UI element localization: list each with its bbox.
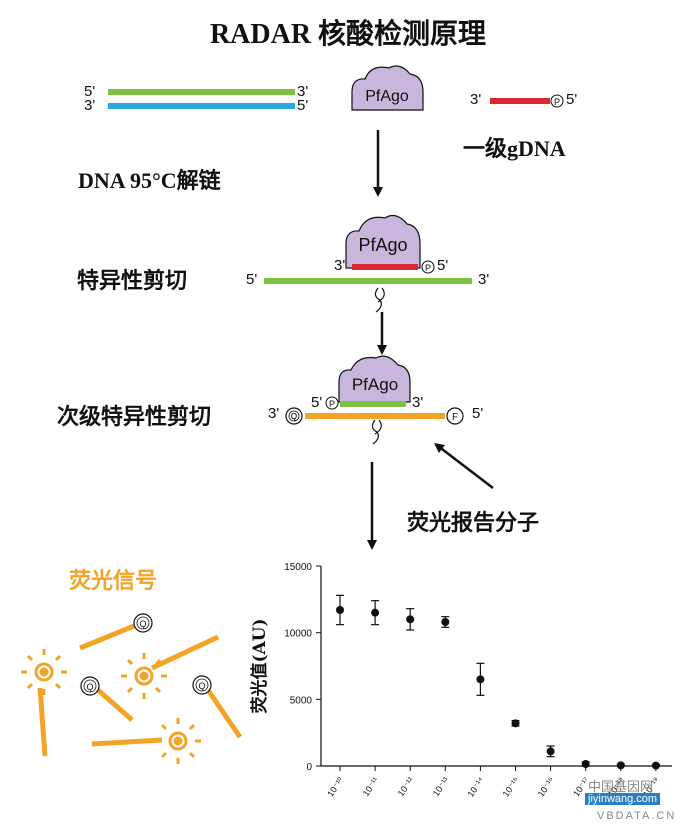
specific-cleavage-label: 特异性剪切 — [77, 269, 188, 294]
gdna-label: 一级gDNA — [463, 136, 566, 161]
svg-text:P: P — [554, 97, 560, 107]
q-label: Q — [86, 682, 93, 692]
secondary-guide-strand — [340, 401, 406, 407]
q-label: Q — [291, 412, 297, 421]
watermark-line1: 中国基因网 — [588, 779, 654, 794]
y-tick-label: 5000 — [290, 695, 313, 706]
target-3-label: 3' — [478, 271, 490, 288]
data-point — [581, 760, 590, 768]
quencher-icon — [192, 675, 212, 695]
phosphate-icon: P — [550, 94, 564, 108]
pfago-enzyme-step1: PfAgo — [345, 214, 421, 269]
data-point — [441, 618, 450, 626]
data-point — [511, 719, 520, 728]
reporter-5-label: 5' — [472, 405, 484, 422]
reporter-pointer-arrow — [434, 442, 494, 489]
phosphate-icon: P — [325, 396, 339, 410]
data-point — [336, 606, 344, 614]
y-tick-label: 10000 — [284, 629, 312, 640]
x-tick-label: 10⁻¹⁵ — [501, 775, 522, 799]
secondary-cleavage-label: 次级特异性剪切 — [57, 405, 212, 430]
data-point — [651, 761, 660, 770]
data-point — [616, 761, 625, 770]
duplex-top-3-label: 3' — [297, 83, 309, 100]
scissors-icon — [374, 287, 385, 313]
x-tick-label: 10⁻¹³ — [431, 775, 451, 798]
guide-3-label: 3' — [334, 257, 346, 274]
data-point — [371, 608, 380, 617]
glowing-fluorophore-icon — [121, 653, 167, 699]
secondary-guide-5-label: 5' — [311, 394, 323, 411]
duplex-bottom-5-label: 5' — [297, 97, 309, 114]
gdna-5-label: 5' — [566, 91, 578, 108]
svg-text:P: P — [425, 263, 431, 273]
svg-text:Q: Q — [291, 412, 297, 421]
y-axis-label: 荧光值(AU) — [249, 618, 270, 713]
glowing-fluorophore-icon — [155, 718, 201, 764]
x-tick-label: 10⁻¹⁶ — [536, 775, 557, 799]
quencher-icon — [133, 613, 153, 633]
pfago-label-step2: PfAgo — [352, 375, 398, 394]
page-title: RADAR 核酸检测原理 — [209, 19, 487, 50]
y-tick-label: 0 — [306, 762, 312, 773]
reporter-label: 荧光报告分子 — [407, 511, 540, 536]
quencher-icon: Q — [285, 407, 303, 425]
scissors-icon — [371, 419, 382, 445]
cleaved-fragments — [21, 613, 243, 764]
svg-text:F: F — [452, 412, 458, 423]
pfago-label-step1: PfAgo — [358, 235, 407, 255]
watermark-line3: VBDATA.CN — [597, 810, 677, 822]
target-strand-step1 — [264, 278, 472, 284]
gdna-3-label: 3' — [470, 91, 482, 108]
fluorescence-signal-label: 荧光信号 — [69, 569, 158, 594]
y-tick-label: 15000 — [284, 562, 312, 573]
svg-text:P: P — [329, 399, 335, 409]
data-point — [476, 675, 485, 684]
fluorophore-icon: F — [446, 407, 464, 425]
watermark-line2: jiyinwang.com — [585, 793, 661, 805]
dna-strand-blue — [108, 103, 295, 109]
x-tick-label: 10⁻¹⁰ — [325, 775, 346, 799]
guide-strand-step1 — [352, 264, 418, 270]
target-5-label: 5' — [246, 271, 258, 288]
glowing-fluorophore-icon — [21, 649, 67, 695]
reporter-strand — [305, 413, 445, 419]
data-point — [406, 615, 415, 624]
q-label: Q — [198, 681, 205, 691]
gdna-strand — [490, 98, 550, 104]
q-label: Q — [139, 619, 146, 629]
duplex-bottom-3-label: 3' — [84, 97, 96, 114]
reporter-3-label: 3' — [268, 405, 280, 422]
x-tick-label: 10⁻¹² — [396, 775, 416, 798]
fluorescence-chart: 0 5000 10000 15000 荧光值(AU) 10⁻¹⁰ 10⁻¹¹ 10⁻¹² 10⁻… — [249, 562, 672, 799]
phosphate-icon: P — [421, 260, 435, 274]
data-point — [546, 747, 555, 756]
pfago-enzyme-top: PfAgo — [351, 65, 424, 111]
pfago-label-top: PfAgo — [365, 88, 409, 105]
duplex-top-5-label: 5' — [84, 83, 96, 100]
quencher-icon — [80, 676, 100, 696]
x-tick-label: 10⁻¹¹ — [361, 775, 381, 798]
x-tick-label: 10⁻¹⁴ — [465, 775, 486, 799]
guide-5-label: 5' — [437, 257, 449, 274]
dna-strand-green — [108, 89, 295, 95]
dna-melt-label: DNA 95°C解链 — [78, 168, 221, 193]
secondary-guide-3-label: 3' — [412, 394, 424, 411]
pfago-enzyme-step2: PfAgo — [338, 355, 411, 403]
